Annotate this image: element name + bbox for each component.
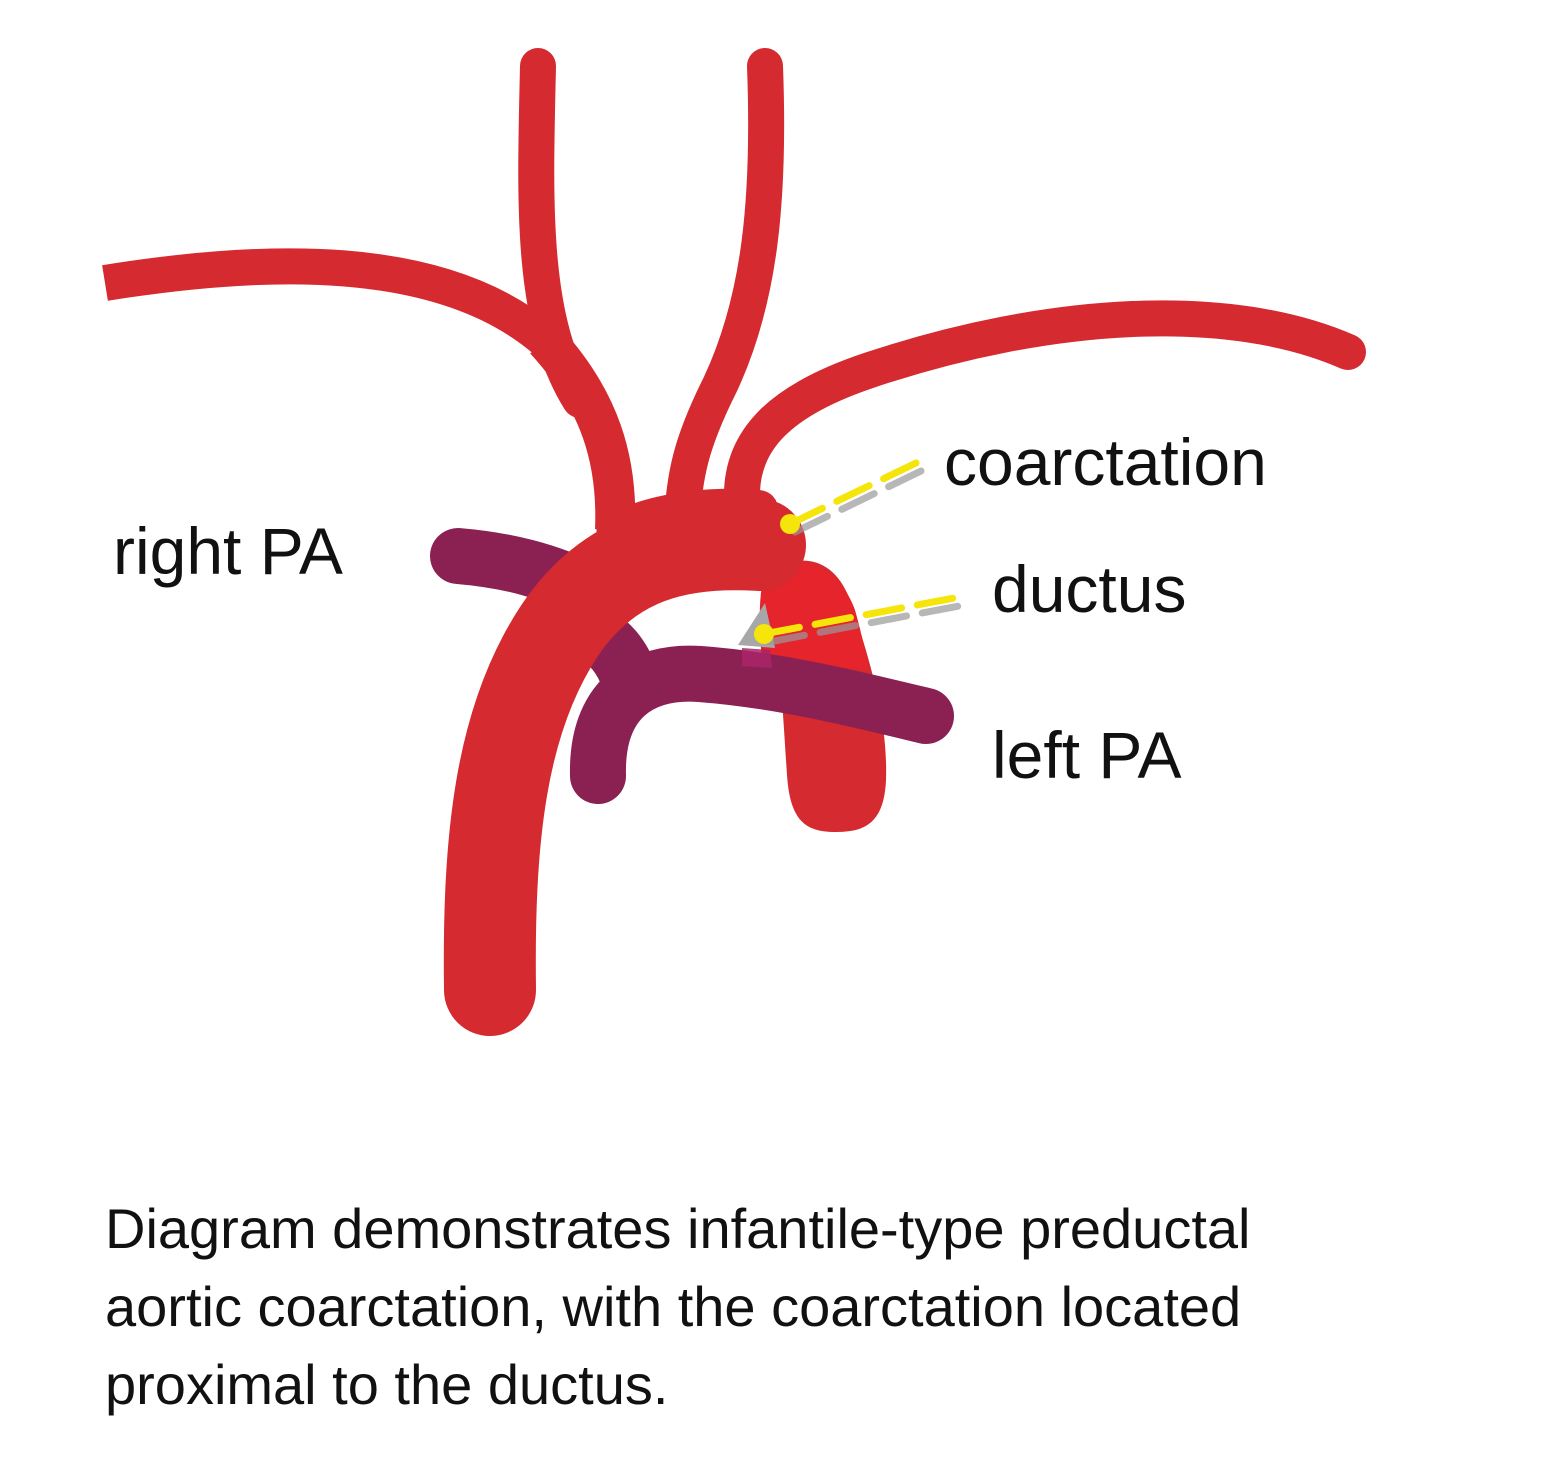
caption-line-2: aortic coarctation, with the coarctation…: [105, 1275, 1242, 1338]
brachiocephalic-branch: [102, 248, 557, 354]
left-pa-overlap: [742, 648, 772, 668]
coarctation-notch: [758, 490, 778, 540]
ductus-arteriosus: [759, 563, 868, 670]
coarctation-pointer: [780, 458, 927, 536]
caption-line-3: proximal to the ductus.: [105, 1353, 669, 1416]
label-right-pa: right PA: [113, 514, 343, 588]
label-left-pa: left PA: [992, 718, 1182, 792]
brachiocephalic-trunk: [530, 326, 636, 531]
aortic-arch-diagram: right PA coarctation ductus left PA: [102, 48, 1366, 1036]
ductus-pointer: [754, 594, 963, 646]
caption-line-1: Diagram demonstrates infantile-type pred…: [105, 1197, 1251, 1260]
left-common-carotid: [664, 48, 785, 538]
label-ductus: ductus: [992, 552, 1186, 626]
left-pulmonary-artery: [569, 645, 954, 804]
label-coarctation: coarctation: [944, 425, 1267, 499]
diagram-caption: Diagram demonstrates infantile-type pred…: [105, 1190, 1485, 1424]
arch-top: [596, 488, 776, 600]
left-subclavian: [723, 300, 1366, 518]
